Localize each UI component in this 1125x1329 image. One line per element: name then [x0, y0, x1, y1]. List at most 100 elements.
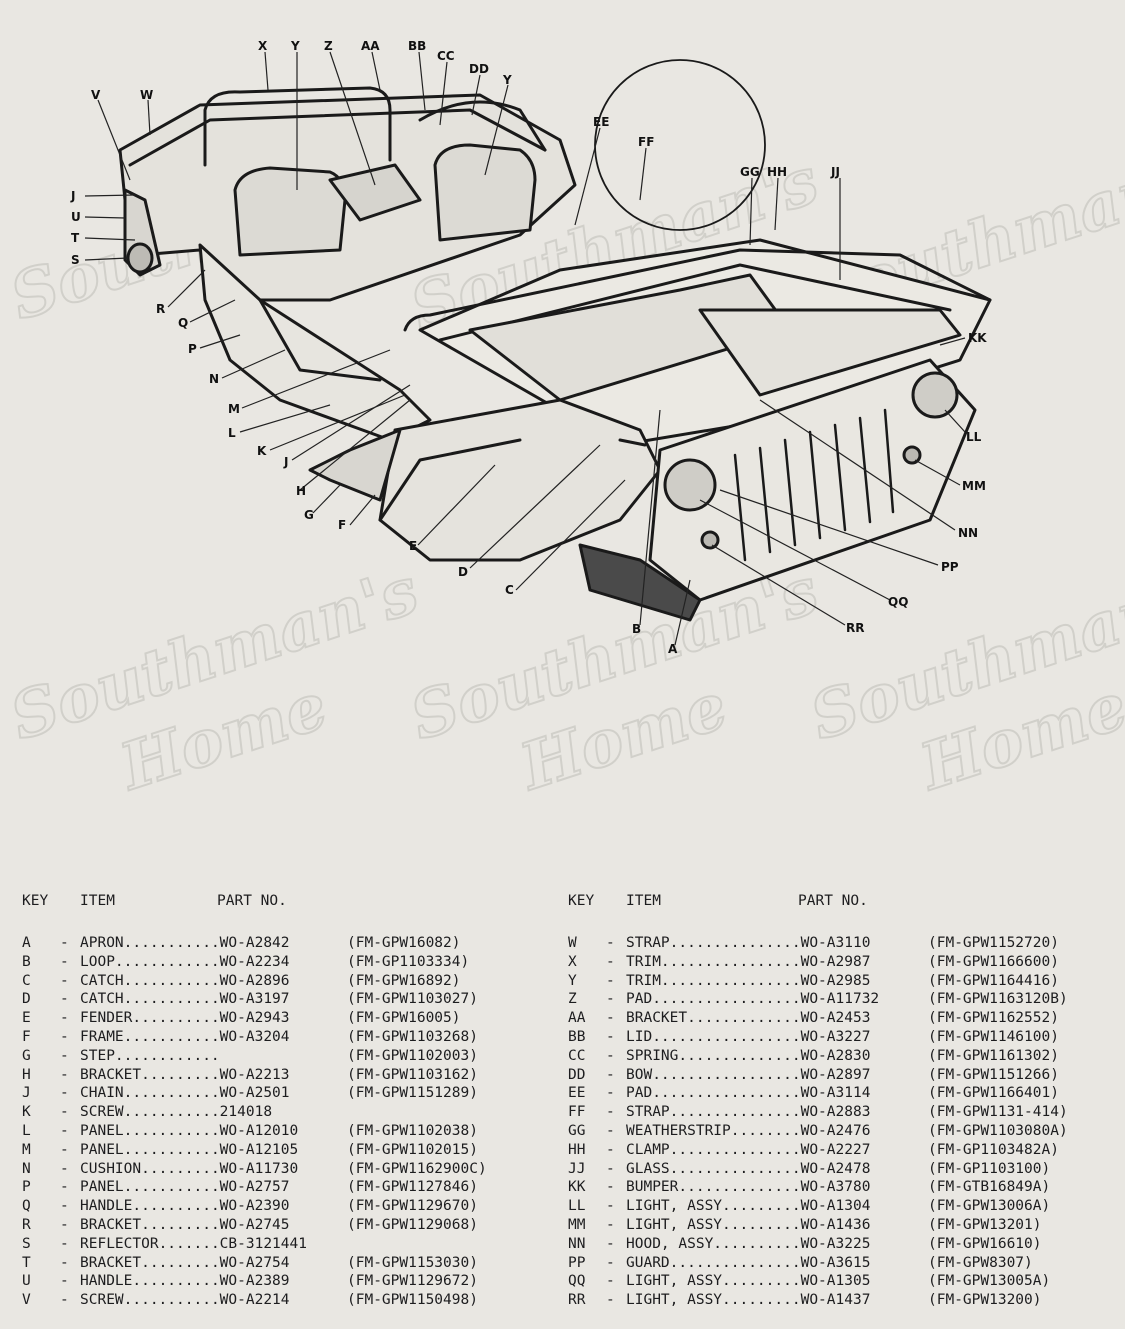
part-key: R: [22, 1216, 31, 1233]
part-item-name: CATCH: [80, 991, 124, 1008]
dot-leader: ...........: [123, 1141, 220, 1158]
part-item-name: BRACKET: [626, 1010, 688, 1027]
row-dash: -: [606, 935, 615, 951]
part-item-name: SCREW: [80, 1104, 124, 1121]
ford-reference-number: (FM-GPW13200): [928, 1292, 1042, 1309]
row-dash: -: [60, 1179, 69, 1196]
ford-reference-number: (FM-GPW1166401): [928, 1085, 1059, 1102]
dot-leader: ...........: [123, 1122, 220, 1139]
row-dash: -: [60, 1216, 69, 1233]
dot-leader: ...........: [123, 991, 220, 1008]
part-number: WO-A3225: [800, 1235, 871, 1252]
jeep-body-exploded-diagram: Southman's Southman's Southman's Southma…: [1, 39, 1125, 807]
dot-leader: .......: [158, 1235, 220, 1252]
callout-label: K: [257, 444, 267, 458]
part-key: QQ: [568, 1273, 586, 1290]
part-item-name: LIGHT, ASSY: [626, 1198, 723, 1215]
row-dash: -: [606, 953, 615, 970]
part-item-name: LIGHT, ASSY: [626, 1292, 723, 1309]
row-dash: -: [60, 1104, 69, 1121]
part-item-name: PANEL: [80, 1122, 124, 1139]
ford-reference-number: (FM-GPW13006A): [928, 1198, 1051, 1215]
part-number: WO-A2943: [219, 1010, 290, 1027]
ford-reference-number: (FM-GPW1127846): [347, 1179, 478, 1196]
part-no-column-header: PART NO.: [798, 893, 868, 909]
callout-label: W: [140, 88, 153, 102]
part-key: M: [22, 1141, 31, 1158]
part-number: WO-A1305: [800, 1273, 871, 1290]
ford-reference-number: (FM-GPW16082): [347, 935, 461, 951]
callout-label: KK: [968, 331, 987, 345]
part-item-name: BRACKET: [80, 1066, 142, 1083]
row-dash: -: [606, 1028, 615, 1045]
part-key: DD: [568, 1066, 586, 1083]
callout-label: A: [668, 642, 678, 656]
part-item-name: WEATHERSTRIP: [626, 1122, 731, 1139]
part-number: WO-A2476: [800, 1122, 871, 1139]
part-item-name: CUSHION: [80, 1160, 142, 1177]
part-item-name: CHAIN: [80, 1085, 124, 1102]
row-dash: -: [606, 1235, 615, 1252]
part-number: WO-A3615: [800, 1254, 871, 1271]
row-dash: -: [60, 991, 69, 1008]
ford-reference-number: (FM-GPW1102015): [347, 1141, 478, 1158]
row-dash: -: [606, 972, 615, 989]
ford-reference-number: (FM-GTB16849A): [928, 1179, 1051, 1196]
dot-leader: ...........: [123, 1179, 220, 1196]
part-key: BB: [568, 1028, 586, 1045]
callout-label: Y: [290, 39, 300, 53]
callout-label: P: [188, 342, 197, 356]
key-column-header: KEY: [568, 893, 595, 909]
part-key: S: [22, 1235, 31, 1252]
part-number: WO-A3204: [219, 1028, 290, 1045]
row-dash: -: [60, 1235, 69, 1252]
part-item-name: GLASS: [626, 1160, 670, 1177]
dot-leader: .................: [652, 1028, 801, 1045]
part-number: WO-A2757: [219, 1179, 290, 1196]
part-key: L: [22, 1122, 31, 1139]
part-item-name: CATCH: [80, 972, 124, 989]
dot-leader: ...........: [123, 1292, 220, 1309]
part-key: EE: [568, 1085, 586, 1102]
row-dash: -: [606, 1085, 615, 1102]
part-key: H: [22, 1066, 31, 1083]
part-key: C: [22, 972, 31, 989]
callout-label: PP: [941, 560, 959, 574]
part-key: MM: [568, 1216, 586, 1233]
callout-label: LL: [966, 430, 982, 444]
part-item-name: CLAMP: [626, 1141, 670, 1158]
ford-reference-number: (FM-GP1103100): [928, 1160, 1051, 1177]
part-key: K: [22, 1104, 31, 1121]
part-number: CB-3121441: [219, 1235, 307, 1252]
dot-leader: .............: [687, 1010, 801, 1027]
callout-label: B: [632, 622, 641, 636]
part-item-name: LIGHT, ASSY: [626, 1216, 723, 1233]
part-item-name: BOW: [626, 1066, 653, 1083]
part-number: WO-A2745: [219, 1216, 290, 1233]
dot-leader: .........: [141, 1160, 220, 1177]
row-dash: -: [60, 1047, 69, 1064]
part-key: PP: [568, 1254, 586, 1271]
dot-leader: ...........: [123, 1104, 220, 1121]
part-number: WO-A11732: [800, 991, 880, 1008]
part-key: Q: [22, 1198, 31, 1215]
part-number: WO-A2896: [219, 972, 290, 989]
callout-label: QQ: [888, 595, 908, 609]
part-key: FF: [568, 1104, 586, 1121]
part-number: WO-A2227: [800, 1141, 871, 1158]
row-dash: -: [606, 1292, 615, 1309]
row-dash: -: [606, 1066, 615, 1083]
dot-leader: ...............: [669, 1160, 801, 1177]
part-number: WO-A2453: [800, 1010, 871, 1027]
row-dash: -: [60, 1066, 69, 1083]
callout-label: E: [409, 539, 417, 553]
callout-label: M: [228, 402, 240, 416]
part-number: WO-A1437: [800, 1292, 871, 1309]
callout-label: GG: [740, 165, 760, 179]
row-dash: -: [606, 1122, 615, 1139]
part-key: W: [568, 935, 577, 951]
part-item-name: BUMPER: [626, 1179, 679, 1196]
part-key: X: [568, 953, 577, 970]
row-dash: -: [60, 1085, 69, 1102]
part-item-name: BRACKET: [80, 1254, 142, 1271]
